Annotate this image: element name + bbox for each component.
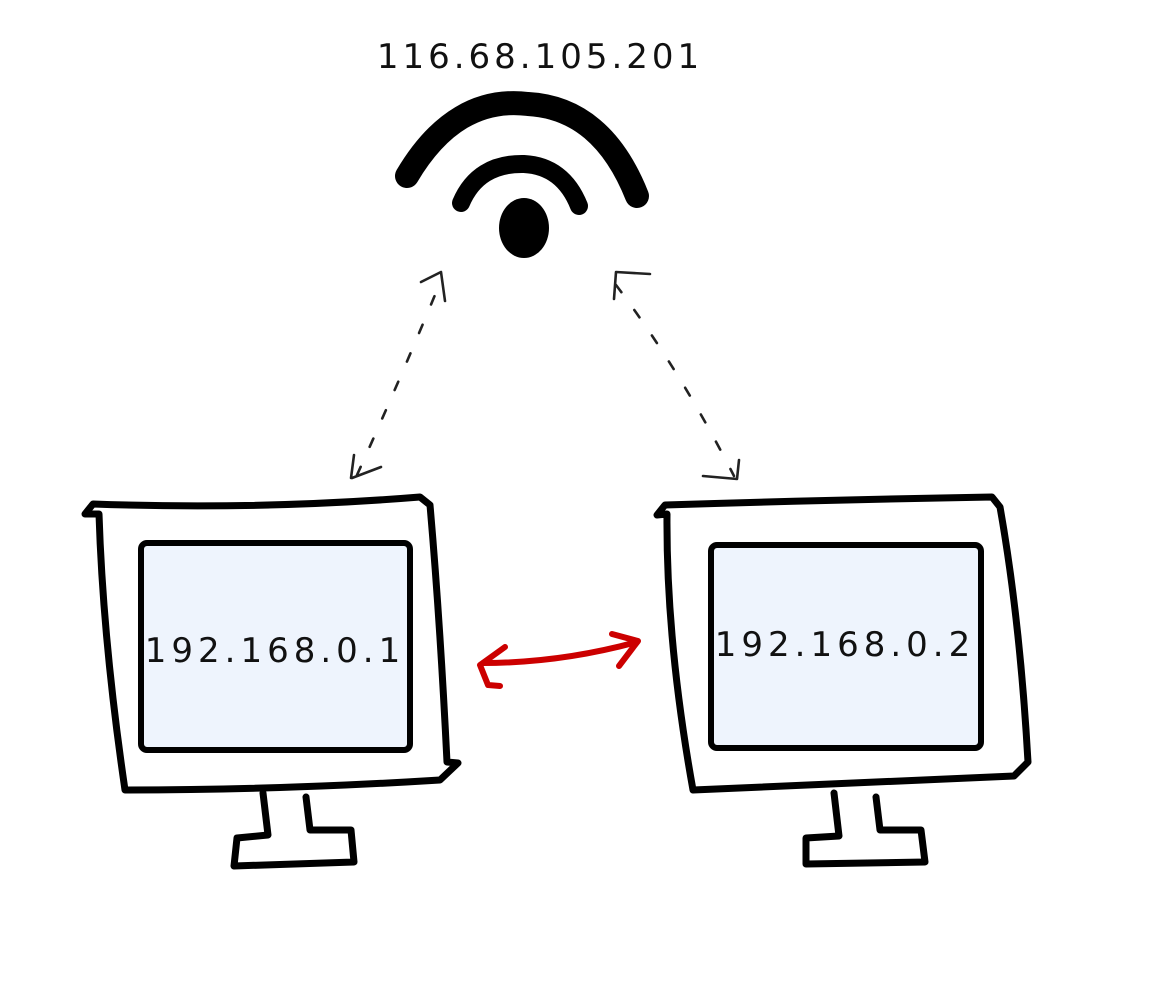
red-link-line [480,639,640,666]
red-arrowhead-left [477,644,508,689]
dashed-link-left [349,270,447,480]
dashed-link-right [612,270,741,481]
screen-right [708,542,984,751]
red-arrowhead-right [609,631,641,669]
bidirectional-link-arrow [477,631,641,689]
wifi-icon [395,91,649,258]
computer-right: 192.168.0.2 [653,493,1032,868]
screen-left [138,540,413,753]
local-ip-label: 192.168.0.2 [715,625,975,665]
public-ip-label: 116.68.105.201 [377,37,703,77]
monitor-icon [653,493,1032,868]
local-ip-label: 192.168.0.1 [145,631,405,671]
computer-left: 192.168.0.1 [81,493,462,870]
monitor-icon [81,493,462,870]
